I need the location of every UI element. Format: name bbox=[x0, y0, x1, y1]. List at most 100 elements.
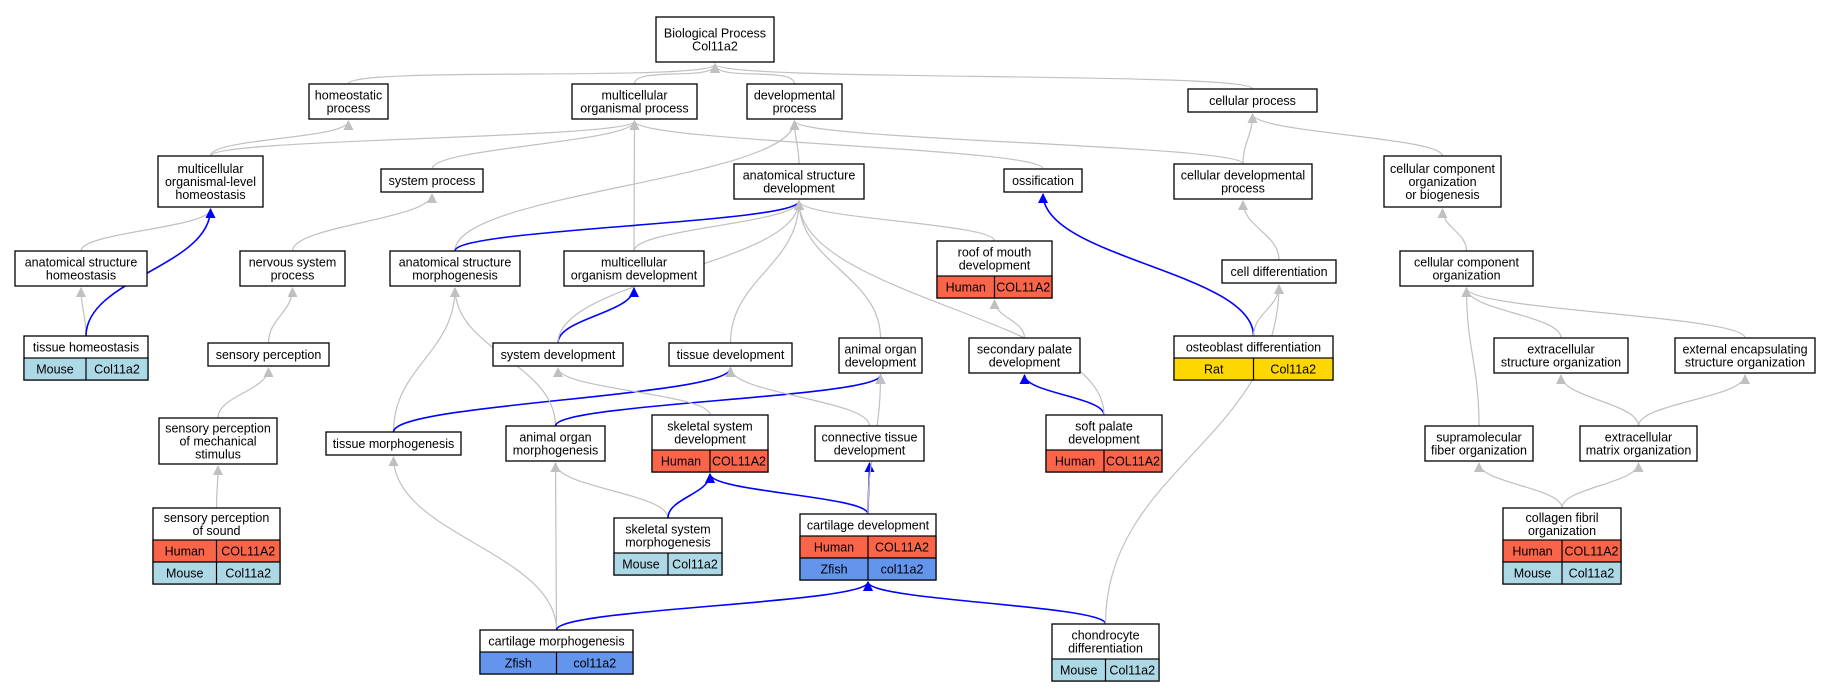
edge-cartmorph-to-tismorph bbox=[388, 456, 558, 631]
badge-species: Human bbox=[946, 281, 986, 295]
badge-species: Mouse bbox=[1514, 567, 1552, 581]
edge-ctd-to-tisdev bbox=[725, 367, 871, 427]
badge-species: Human bbox=[1055, 455, 1095, 469]
node-label-line: system development bbox=[501, 348, 616, 362]
node-box bbox=[308, 83, 389, 120]
node-sysdev[interactable]: system development bbox=[492, 342, 624, 367]
node-label-line: nervous system bbox=[249, 256, 337, 270]
edges-layer bbox=[76, 63, 1750, 631]
node-label-line: organism development bbox=[571, 269, 698, 283]
node-label-line: skeletal system bbox=[625, 523, 710, 537]
node-cellproc[interactable]: cellular process bbox=[1187, 88, 1318, 113]
edge-aom-to-aod bbox=[554, 374, 886, 427]
badge-gene: col11a2 bbox=[573, 657, 616, 671]
node-label-line: cellular component bbox=[1390, 162, 1495, 176]
node-label-line: sensory perception bbox=[165, 422, 271, 436]
node-label-line: tissue homeostasis bbox=[33, 341, 139, 355]
edge-tishom-to-ash bbox=[76, 287, 87, 337]
node-label-line: development bbox=[834, 444, 906, 458]
node-box bbox=[1399, 250, 1534, 287]
node-label-line: multicellular bbox=[601, 256, 667, 270]
node-celldiff[interactable]: cell differentiation bbox=[1221, 259, 1337, 284]
node-box bbox=[746, 83, 843, 120]
edge-devproc-to-bp bbox=[710, 63, 796, 85]
badge-gene: Col11a2 bbox=[1109, 664, 1155, 678]
node-box bbox=[1003, 168, 1083, 193]
node-label-line: sensory perception bbox=[164, 511, 270, 525]
node-box bbox=[571, 83, 698, 120]
node-box bbox=[655, 16, 775, 63]
node-sysproc[interactable]: system process bbox=[380, 168, 484, 193]
badge-gene: COL11A2 bbox=[996, 281, 1050, 295]
node-label-line: development bbox=[763, 182, 835, 196]
node-tisdev[interactable]: tissue development bbox=[668, 342, 793, 367]
node-label-line: structure organization bbox=[1685, 356, 1805, 370]
badge-species: Human bbox=[1512, 545, 1552, 559]
edge-secpal-to-roof bbox=[989, 299, 1026, 339]
node-box bbox=[1674, 337, 1816, 374]
edge-nsp-to-sysproc bbox=[291, 193, 437, 252]
node-box bbox=[968, 337, 1081, 374]
node-label-line: development bbox=[1068, 433, 1140, 447]
node-label-line: cellular developmental bbox=[1181, 169, 1305, 183]
node-sensperc[interactable]: sensory perception bbox=[207, 342, 330, 367]
node-label-line: multicellular bbox=[178, 162, 244, 176]
node-ossif[interactable]: ossification bbox=[1003, 168, 1083, 193]
node-box bbox=[1424, 425, 1534, 462]
node-label-line: collagen fibril bbox=[1526, 511, 1599, 525]
badge-gene: Col11a2 bbox=[94, 363, 140, 377]
node-tismorph[interactable]: tissue morphogenesis bbox=[325, 431, 462, 456]
node-label-line: homeostatic bbox=[315, 89, 382, 103]
edge-ossif-to-mcop bbox=[629, 120, 1044, 170]
node-label-line: extracellular bbox=[1605, 431, 1672, 445]
node-box bbox=[492, 342, 624, 367]
node-box bbox=[668, 342, 793, 367]
edge-chondro-to-cartdev bbox=[863, 581, 1107, 625]
node-label-line: process bbox=[271, 269, 315, 283]
edge-mod-to-mcop bbox=[629, 120, 640, 252]
node-label-line: development bbox=[845, 356, 917, 370]
node-box bbox=[325, 431, 462, 456]
edge-homeostatic-to-bp bbox=[347, 63, 720, 85]
node-label-line: organization bbox=[1408, 175, 1476, 189]
